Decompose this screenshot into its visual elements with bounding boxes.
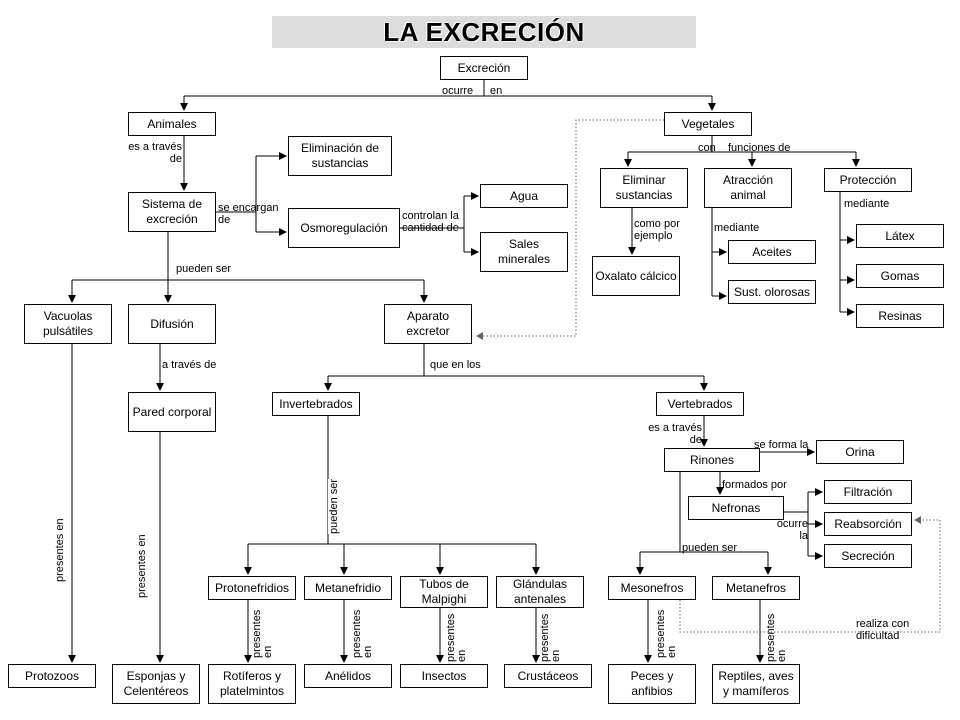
node-metanefros: Metanefros xyxy=(712,576,800,600)
label-pueden-ser-sistema: pueden ser xyxy=(176,263,232,275)
label-con: con xyxy=(698,142,716,154)
node-rotiferos-platelmintos: Rotíferos y platelmintos xyxy=(208,664,296,704)
node-pared-corporal: Pared corporal xyxy=(128,392,216,432)
node-nefronas: Nefronas xyxy=(688,496,784,520)
label-como-por-ejemplo: como por ejemplo xyxy=(634,218,680,242)
node-vegetales: Vegetales xyxy=(664,112,752,136)
node-osmoregulacion: Osmoregulación xyxy=(288,208,400,248)
label-realiza-con-dificultad: realiza con dificultad xyxy=(856,618,910,642)
label-en: en xyxy=(490,85,503,97)
node-metanefridio: Metanefridio xyxy=(304,576,392,600)
node-protozoos: Protozoos xyxy=(8,664,96,688)
node-tubos-malpighi: Tubos de Malpighi xyxy=(400,576,488,608)
node-sust-olorosas: Sust. olorosas xyxy=(728,280,816,304)
node-gomas: Gomas xyxy=(856,264,944,288)
node-peces-anfibios: Peces y anfibios xyxy=(608,664,696,704)
node-aparato-excretor: Aparato excretor xyxy=(384,304,472,344)
node-proteccion: Protección xyxy=(824,168,912,192)
label-se-forma-la: se forma la xyxy=(754,439,809,451)
node-orina: Orina xyxy=(816,440,904,464)
node-oxalato-calcico: Oxalato cálcico xyxy=(592,256,680,296)
label-es-a-traves-de: es a través de xyxy=(128,141,182,165)
label-es-a-traves-de-vertebrados: es a través de xyxy=(648,422,702,446)
node-protonefridios: Protonefridios xyxy=(208,576,296,600)
node-atraccion-animal: Atracción animal xyxy=(704,168,792,208)
node-reptiles-aves-mamiferos: Reptiles, aves y mamíferos xyxy=(712,664,800,704)
node-latex: Látex xyxy=(856,224,944,248)
label-controlan-cantidad: controlan la cantidad de xyxy=(402,210,459,234)
node-insectos: Insectos xyxy=(400,664,488,688)
page-title: LA EXCRECIÓN xyxy=(383,16,585,47)
label-presentes-en-tubos: presentes en xyxy=(445,613,468,662)
label-presentes-en-glandulas: presentes en xyxy=(539,613,562,662)
label-presentes-en-metanefros: presentes en xyxy=(765,613,788,662)
label-que-en-los: que en los xyxy=(430,359,481,371)
node-vacuolas-pulsatiles: Vacuolas pulsátiles xyxy=(24,304,112,344)
node-reabsorcion: Reabsorción xyxy=(824,512,912,536)
node-vertebrados: Vertebrados xyxy=(656,392,744,416)
label-formados-por: formados por xyxy=(722,479,787,491)
title-bar: LA EXCRECIÓN xyxy=(272,16,696,48)
node-animales: Animales xyxy=(128,112,216,136)
label-presentes-en-metanefridio: presentes en xyxy=(351,609,374,658)
node-filtracion: Filtración xyxy=(824,480,912,504)
label-mediante-atraccion: mediante xyxy=(714,222,760,234)
label-presentes-en-pared: presentes en xyxy=(136,534,148,598)
node-eliminar-sustancias: Eliminar sustancias xyxy=(600,168,688,208)
node-rinones: Rinones xyxy=(664,448,760,472)
node-invertebrados: Invertebrados xyxy=(272,392,360,416)
node-excrecion: Excreción xyxy=(440,56,528,80)
label-ocurre: ocurre xyxy=(442,85,474,97)
node-crustaceos: Crustáceos xyxy=(504,664,592,688)
label-ocurre-la: ocurre la xyxy=(776,518,808,542)
label-presentes-en-mesonefros: presentes en xyxy=(655,609,678,658)
node-sales-minerales: Sales minerales xyxy=(480,232,568,272)
label-presentes-en-vacuolas: presentes en xyxy=(54,518,66,582)
node-anelidos: Anélidos xyxy=(304,664,392,688)
label-se-encargan-de: se encargan de xyxy=(218,202,279,226)
node-sistema-excrecion: Sistema de excreción xyxy=(128,192,216,232)
node-mesonefros: Mesonefros xyxy=(608,576,696,600)
node-glandulas-antenales: Glándulas antenales xyxy=(496,576,584,608)
node-esponjas-celentereos: Esponjas y Celentéreos xyxy=(112,664,200,704)
label-funciones-de: funciones de xyxy=(728,142,791,154)
label-pueden-ser-invertebrados: pueden ser xyxy=(328,478,340,534)
node-eliminacion-sustancias: Eliminación de sustancias xyxy=(288,136,392,176)
node-resinas: Resinas xyxy=(856,304,944,328)
node-agua: Agua xyxy=(480,184,568,208)
label-mediante-proteccion: mediante xyxy=(844,198,890,210)
node-difusion: Difusión xyxy=(128,304,216,344)
label-presentes-en-protonefridios: presentes en xyxy=(251,609,274,658)
node-aceites: Aceites xyxy=(728,240,816,264)
label-pueden-ser-rinones: pueden ser xyxy=(682,542,738,554)
label-a-traves-de: a través de xyxy=(162,359,217,371)
node-secrecion: Secreción xyxy=(824,544,912,568)
